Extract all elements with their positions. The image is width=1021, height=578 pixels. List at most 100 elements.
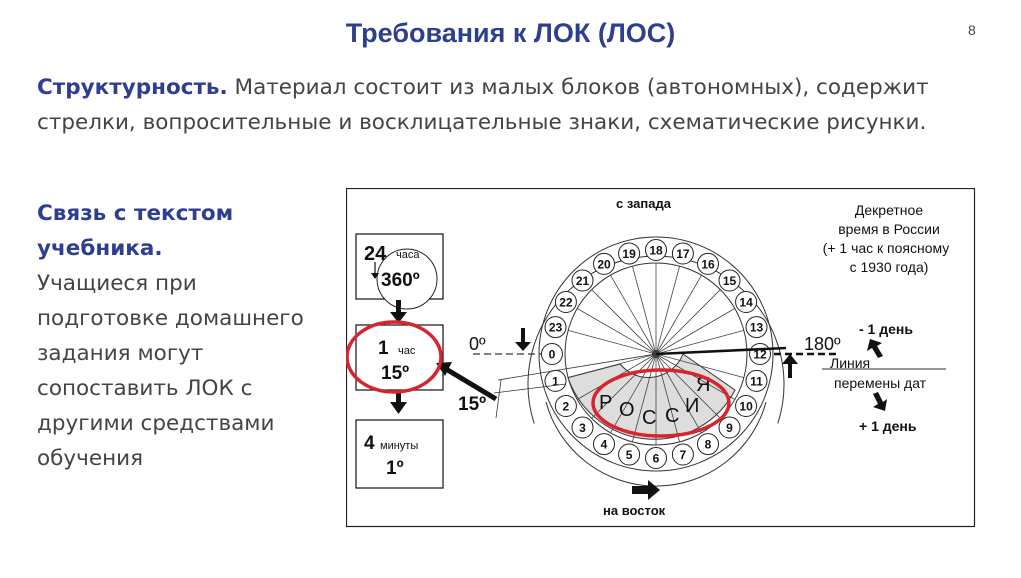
meridian-ray	[655, 308, 736, 355]
angle-marker-1	[497, 353, 657, 381]
meridian-ray	[610, 274, 657, 355]
meridian-ray	[655, 353, 702, 434]
meridian-ray	[655, 330, 745, 355]
meridian-ray	[567, 330, 657, 355]
zone-circle	[735, 291, 758, 313]
side-text: Учащиеся при подготовке домашнего задани…	[37, 271, 304, 471]
box-4-minutes	[355, 419, 444, 489]
zone-number: 4	[601, 438, 608, 452]
russia-letter-2: О	[619, 399, 635, 421]
zone-circle	[671, 443, 694, 466]
meridian-ray	[632, 265, 657, 355]
connector-1-head	[390, 312, 407, 323]
zone-circle	[618, 242, 641, 265]
box-1-hour-number: 1	[378, 338, 389, 359]
zone-number: 2	[563, 400, 570, 414]
connector-2	[396, 391, 401, 403]
meridian-180-label: 180º	[804, 334, 841, 354]
connector-2-head	[390, 402, 407, 414]
meridian-ray	[655, 289, 721, 355]
side-paragraph: Связь с текстом учебника. Учащиеся при по…	[37, 196, 332, 476]
zone-circle	[745, 316, 768, 339]
zone-circle	[745, 369, 768, 392]
east-arc	[545, 401, 767, 487]
zone-number: 17	[676, 247, 690, 261]
page-number: 8	[968, 22, 976, 38]
zone-circle	[593, 433, 615, 456]
zone-circle	[618, 443, 641, 466]
box-4-minutes-number: 4	[364, 433, 375, 454]
down-arrow-0	[515, 328, 531, 351]
box-4-minutes-degrees: 1º	[386, 458, 404, 479]
zone-circle	[541, 343, 563, 365]
meridian-ray	[655, 353, 736, 400]
zone-circle	[593, 252, 615, 275]
zone-number: 22	[559, 296, 573, 310]
zone-number: 5	[626, 448, 633, 462]
decree-line-4: с 1930 года)	[850, 259, 929, 275]
box-1-hour-degrees: 15º	[381, 363, 409, 384]
zone-circle	[554, 395, 577, 417]
zone-circle	[718, 269, 741, 292]
highlight-russia	[591, 368, 731, 438]
zone-circle	[544, 316, 567, 339]
zone-number: 23	[549, 321, 563, 335]
zone-number: 8	[705, 438, 712, 452]
intro-lead: Структурность.	[37, 75, 228, 100]
angle-marker-2	[493, 383, 567, 394]
meridian-ray	[655, 274, 702, 355]
zone-circle	[697, 433, 719, 456]
russia-letter-4: С	[665, 405, 679, 427]
meridian-ray	[576, 308, 657, 355]
dateline-line-2: перемены дат	[834, 375, 927, 391]
zone-circle	[571, 269, 594, 292]
zone-number: 0	[549, 348, 556, 362]
minus-day-label: - 1 день	[859, 321, 913, 337]
zone-circle	[671, 242, 694, 265]
zone-circle	[718, 416, 741, 439]
zone-number: 12	[753, 348, 767, 362]
box-24-hours-number: 24	[364, 243, 387, 265]
meridian-ray	[610, 353, 657, 434]
box-24-hours-circle	[376, 248, 438, 310]
russia-letter-3: С	[642, 407, 656, 429]
zone-number: 9	[726, 421, 733, 435]
side-lead: Связь с текстом учебника.	[37, 201, 234, 261]
plus-day-label: + 1 день	[859, 418, 917, 434]
meridian-ray	[655, 353, 745, 378]
zone-number: 20	[597, 257, 611, 271]
zone-number: 10	[739, 400, 753, 414]
small-arrow-head	[371, 273, 379, 279]
angle-marker-3	[495, 379, 502, 419]
box-4-minutes-unit: минуты	[380, 440, 418, 452]
box-24-hours-degrees: 360º	[381, 270, 420, 291]
russia-letter-5: И	[685, 395, 699, 417]
time-zone-diagram: 24 часа 360º 1 час 15º 4 минуты 1º 15º 0…	[346, 188, 976, 528]
minus-day-arrow	[867, 339, 883, 358]
meridian-ray	[591, 289, 657, 355]
plus-day-arrow	[873, 392, 887, 411]
zone-number: 1	[552, 374, 559, 388]
angle-15-label: 15º	[458, 394, 486, 415]
intro-text: Материал состоит из малых блоков (автоно…	[37, 75, 929, 135]
to-east-label: на восток	[603, 503, 666, 518]
zone-number: 18	[649, 244, 663, 258]
slide-title: Требования к ЛОК (ЛОС)	[345, 18, 676, 48]
meridian-ray	[655, 265, 680, 355]
decree-line-2: время в России	[838, 221, 940, 237]
zone-number: 6	[653, 452, 660, 466]
meridian-180-fill	[655, 346, 787, 356]
box-1-hour-unit: час	[398, 345, 416, 357]
zone-number: 13	[750, 321, 764, 335]
zone-number: 19	[622, 247, 636, 261]
meridian-ray	[591, 353, 657, 419]
zone-circle	[645, 239, 667, 261]
zone-number: 16	[701, 257, 715, 271]
russia-letter-1: Р	[599, 392, 612, 414]
zone-number: 3	[579, 421, 586, 435]
zone-number: 14	[739, 296, 753, 310]
up-arrow-180	[782, 354, 798, 378]
decree-line-1: Декретное	[855, 202, 923, 218]
